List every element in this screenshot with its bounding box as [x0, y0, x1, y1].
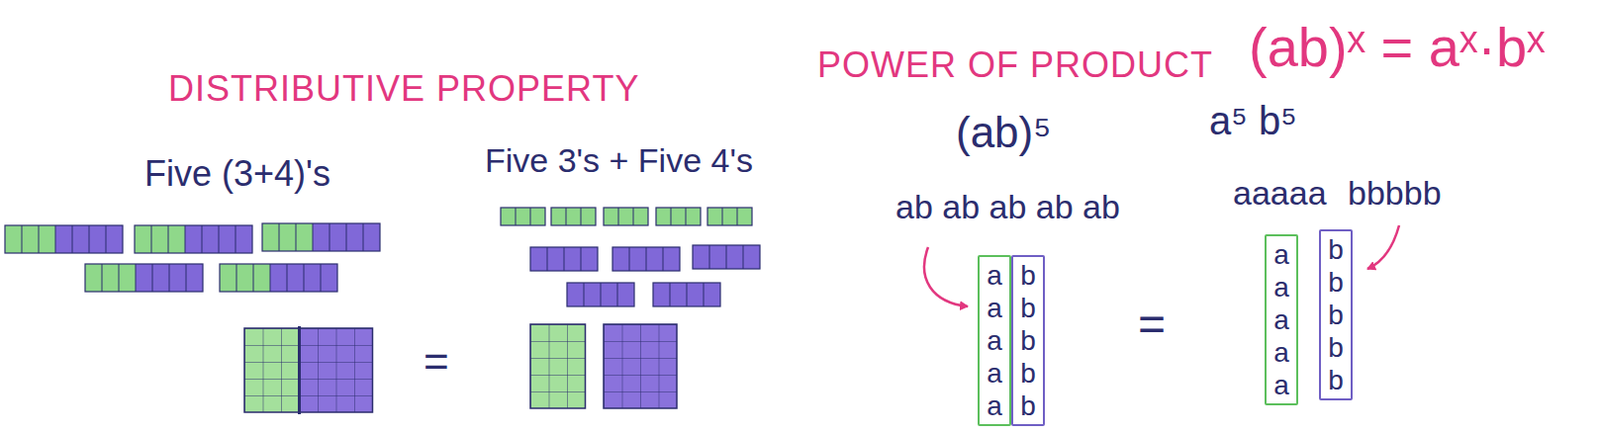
- section-heading: POWER OF PRODUCT: [817, 47, 1214, 84]
- green-bar: [656, 207, 701, 226]
- purple-area: [603, 324, 677, 409]
- leader-arrow: [924, 247, 968, 307]
- area-grid: [530, 324, 677, 409]
- equals-sign: =: [1137, 300, 1166, 349]
- green-bar: [707, 207, 753, 226]
- column-letters: b b b b b: [1325, 233, 1346, 397]
- purple-bar: [566, 282, 635, 307]
- column-letters: b b b b b: [1018, 259, 1038, 423]
- expression-text: (ab)⁵: [955, 110, 1052, 155]
- expanded-power: bbbbb: [1347, 176, 1442, 210]
- bar: [262, 223, 380, 252]
- grid-lines: [244, 328, 374, 413]
- letter-column: b b b b b: [1011, 255, 1045, 427]
- area-grid: [244, 326, 374, 415]
- section-heading: DISTRIBUTIVE PROPERTY: [168, 71, 640, 107]
- equals-sign: =: [423, 340, 450, 384]
- purple-bar: [612, 247, 680, 272]
- column-letters: a a a a a: [984, 259, 1005, 423]
- green-bar: [551, 207, 596, 226]
- green-bar: [500, 207, 546, 226]
- expression-text: Five (3+4)'s: [144, 156, 331, 192]
- bar: [219, 264, 338, 292]
- bar: [134, 225, 253, 254]
- bar: [85, 264, 203, 292]
- green-bar: [603, 207, 649, 226]
- letter-column: a a a a a: [1264, 234, 1299, 406]
- purple-bar: [653, 282, 721, 307]
- letter-column: b b b b b: [1318, 229, 1353, 401]
- letter-column: a a a a a: [977, 255, 1012, 427]
- grid-divider: [297, 326, 301, 415]
- grid-lines: [603, 324, 677, 409]
- purple-bar: [530, 247, 598, 272]
- bar-group: [500, 207, 760, 307]
- expression-text: a⁵ b⁵: [1209, 100, 1298, 141]
- formula-text: (ab)ˣ = aˣ·bˣ: [1248, 19, 1545, 76]
- column-letters: a a a a a: [1271, 238, 1292, 402]
- expression-text: Five 3's + Five 4's: [484, 143, 753, 178]
- bar-group: [4, 223, 380, 292]
- expanded-power: aaaaa: [1232, 176, 1327, 210]
- expanded-product: ab ab ab ab ab: [895, 189, 1121, 224]
- grid-lines: [530, 324, 586, 409]
- leader-arrow: [1367, 225, 1400, 270]
- bar: [4, 225, 123, 254]
- green-area: [530, 324, 586, 409]
- purple-bar: [692, 245, 760, 270]
